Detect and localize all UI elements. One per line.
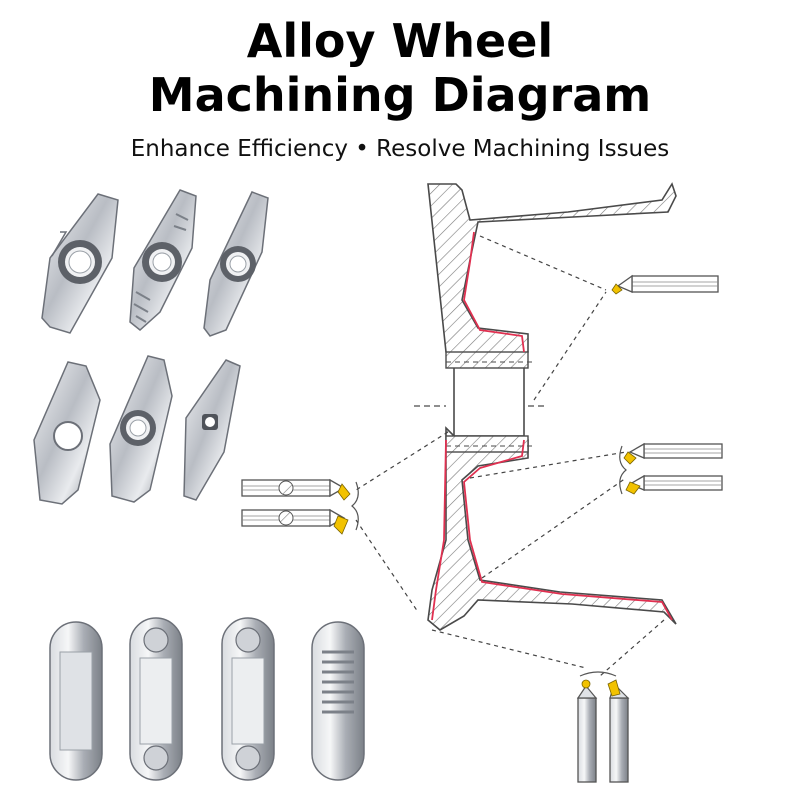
insert-top-1 xyxy=(41,193,119,334)
insert-top-3 xyxy=(203,191,269,337)
grooving-insert-3 xyxy=(221,617,275,781)
page-subtitle: Enhance Efficiency • Resolve Machining I… xyxy=(130,136,670,162)
grooving-insert-1 xyxy=(49,621,103,781)
bracket-bottom xyxy=(579,671,617,677)
title-line-2: Machining Diagram xyxy=(148,68,652,122)
boring-bar-right-1 xyxy=(623,442,723,465)
page-title: Alloy Wheel Machining Diagram xyxy=(0,14,800,122)
insert-top-2 xyxy=(129,189,197,331)
wheel-cross-section xyxy=(414,182,677,631)
turning-holder-icon xyxy=(576,679,598,783)
boring-bar-icon xyxy=(611,274,719,295)
boring-bar-left-2 xyxy=(241,508,349,535)
grooving-insert-2 xyxy=(129,617,183,781)
grooving-insert-4 xyxy=(311,621,365,781)
insert-mid-2 xyxy=(109,355,173,503)
boring-bar-right-2 xyxy=(625,474,723,495)
machined-surfaces xyxy=(431,231,673,621)
boring-bar-left-1 xyxy=(241,478,351,501)
bracket-left xyxy=(351,481,359,531)
insert-mid-3 xyxy=(183,359,241,501)
leader-lines xyxy=(355,235,665,677)
turning-holder-2 xyxy=(607,679,630,783)
title-line-1: Alloy Wheel xyxy=(246,14,554,68)
insert-mid-1 xyxy=(33,361,101,505)
bracket-right xyxy=(619,445,627,495)
